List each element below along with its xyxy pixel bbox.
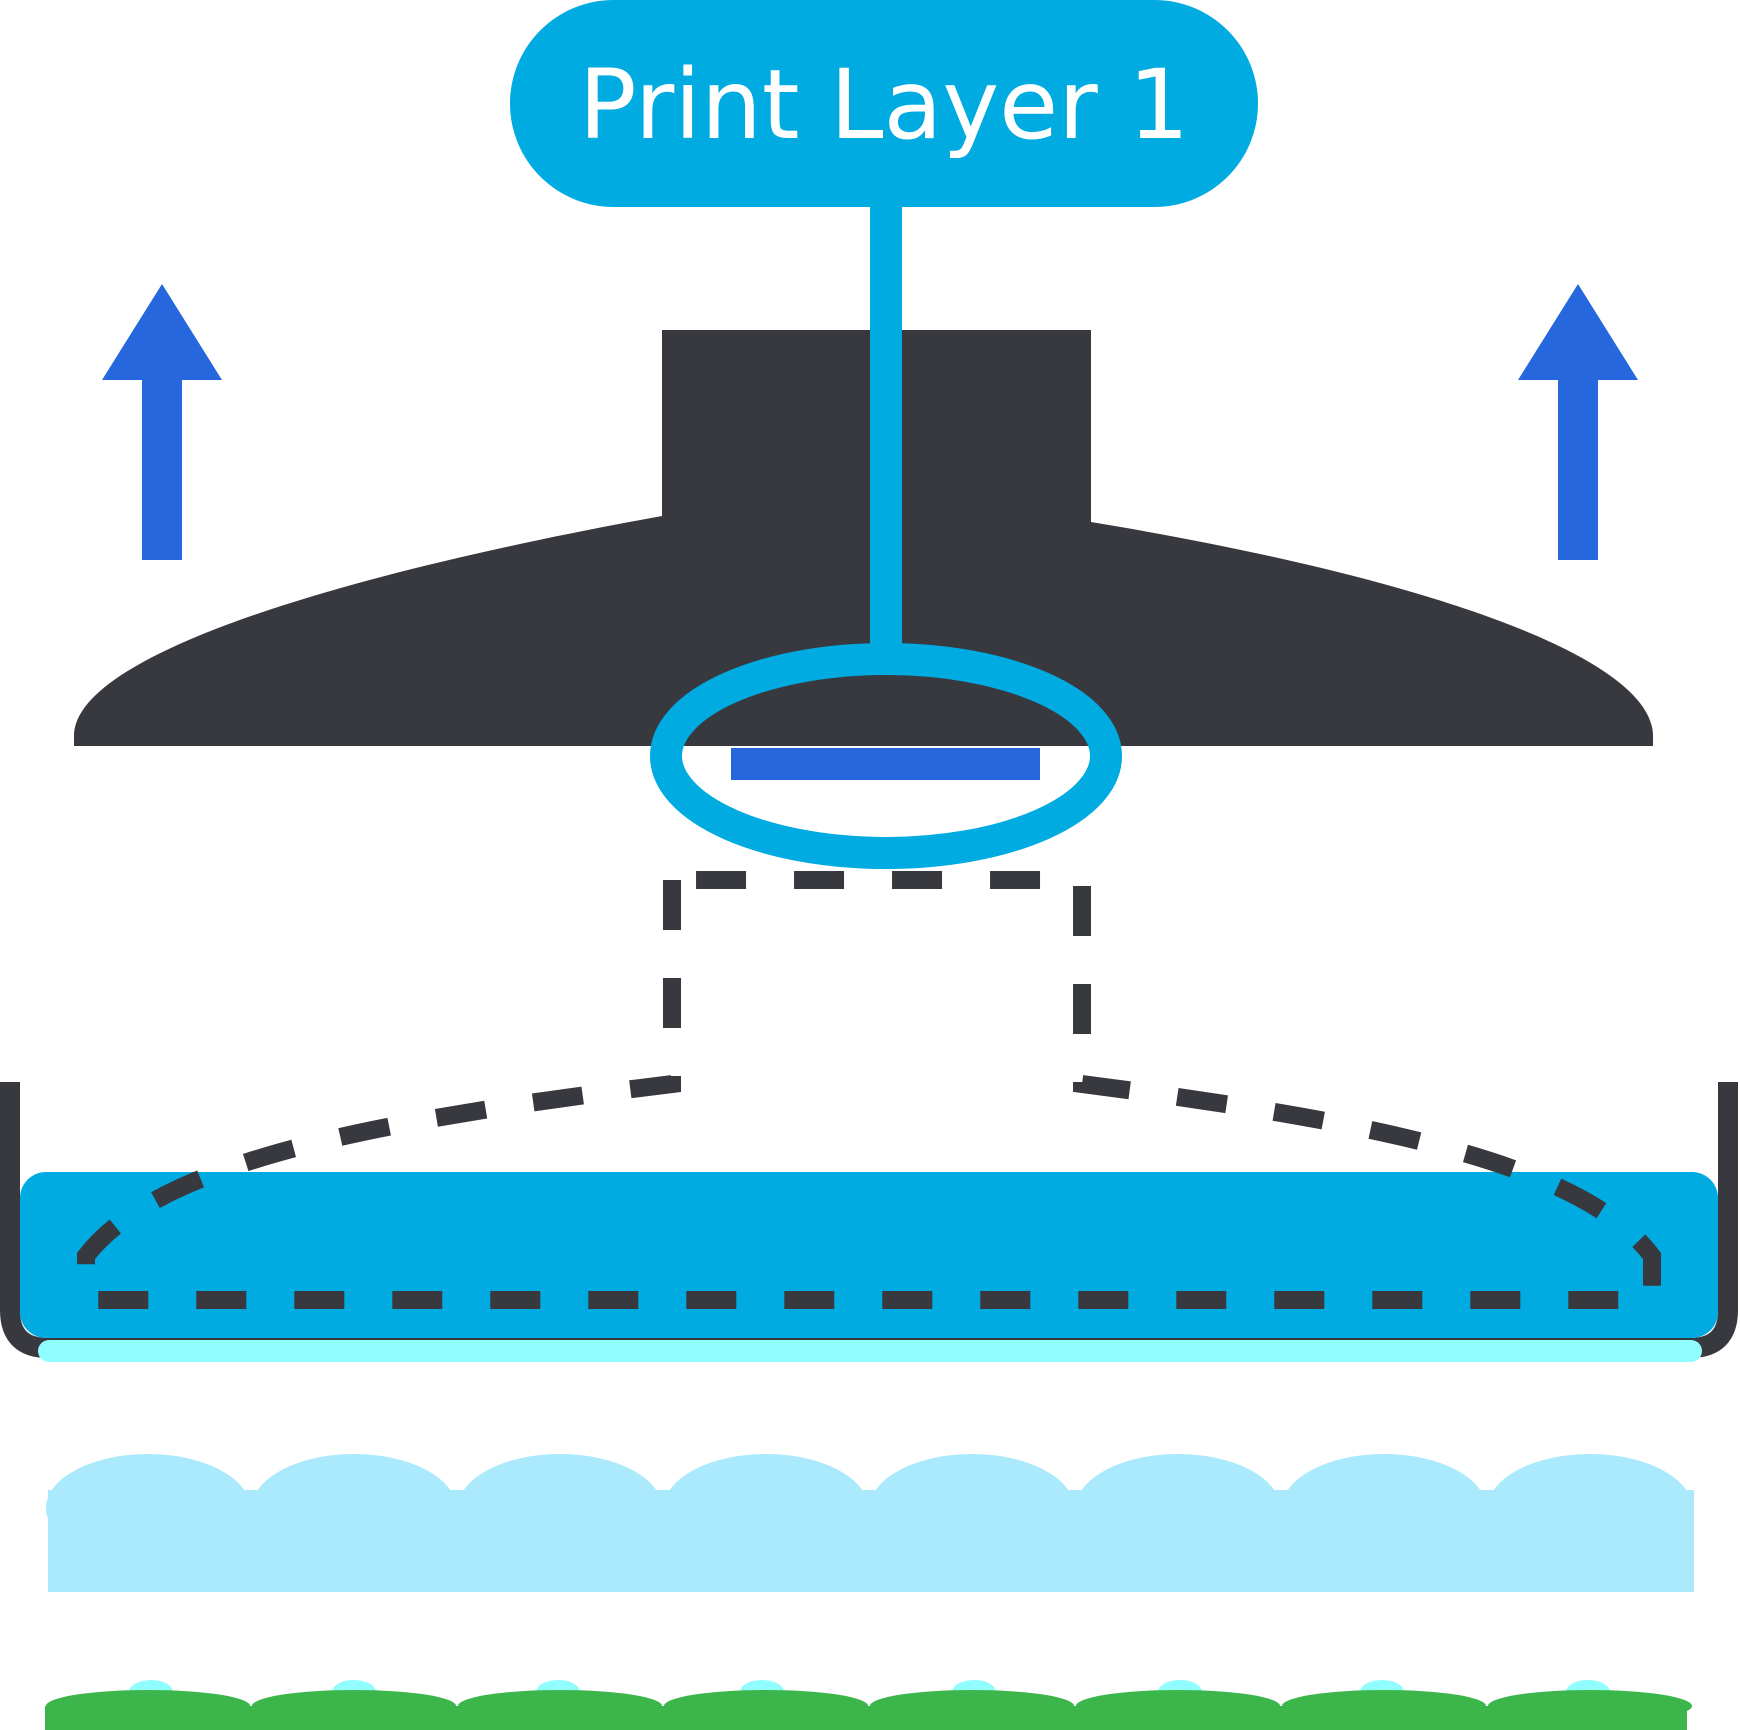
label-pill [510,0,1258,207]
magnified-outline [77,871,1661,1309]
magnifier-ellipse [650,643,1122,869]
light-diffuser [46,1454,1694,1592]
up-arrow-icon-left [102,284,222,560]
up-arrow-icon-right [1518,284,1638,560]
led-array [45,1680,1692,1730]
resin-liquid [20,1172,1718,1338]
cured-layer [731,748,1040,780]
release-film [38,1340,1702,1362]
label-stem [870,200,902,660]
label-text: Print Layer 1 [579,49,1190,161]
build-platform [74,330,1653,746]
